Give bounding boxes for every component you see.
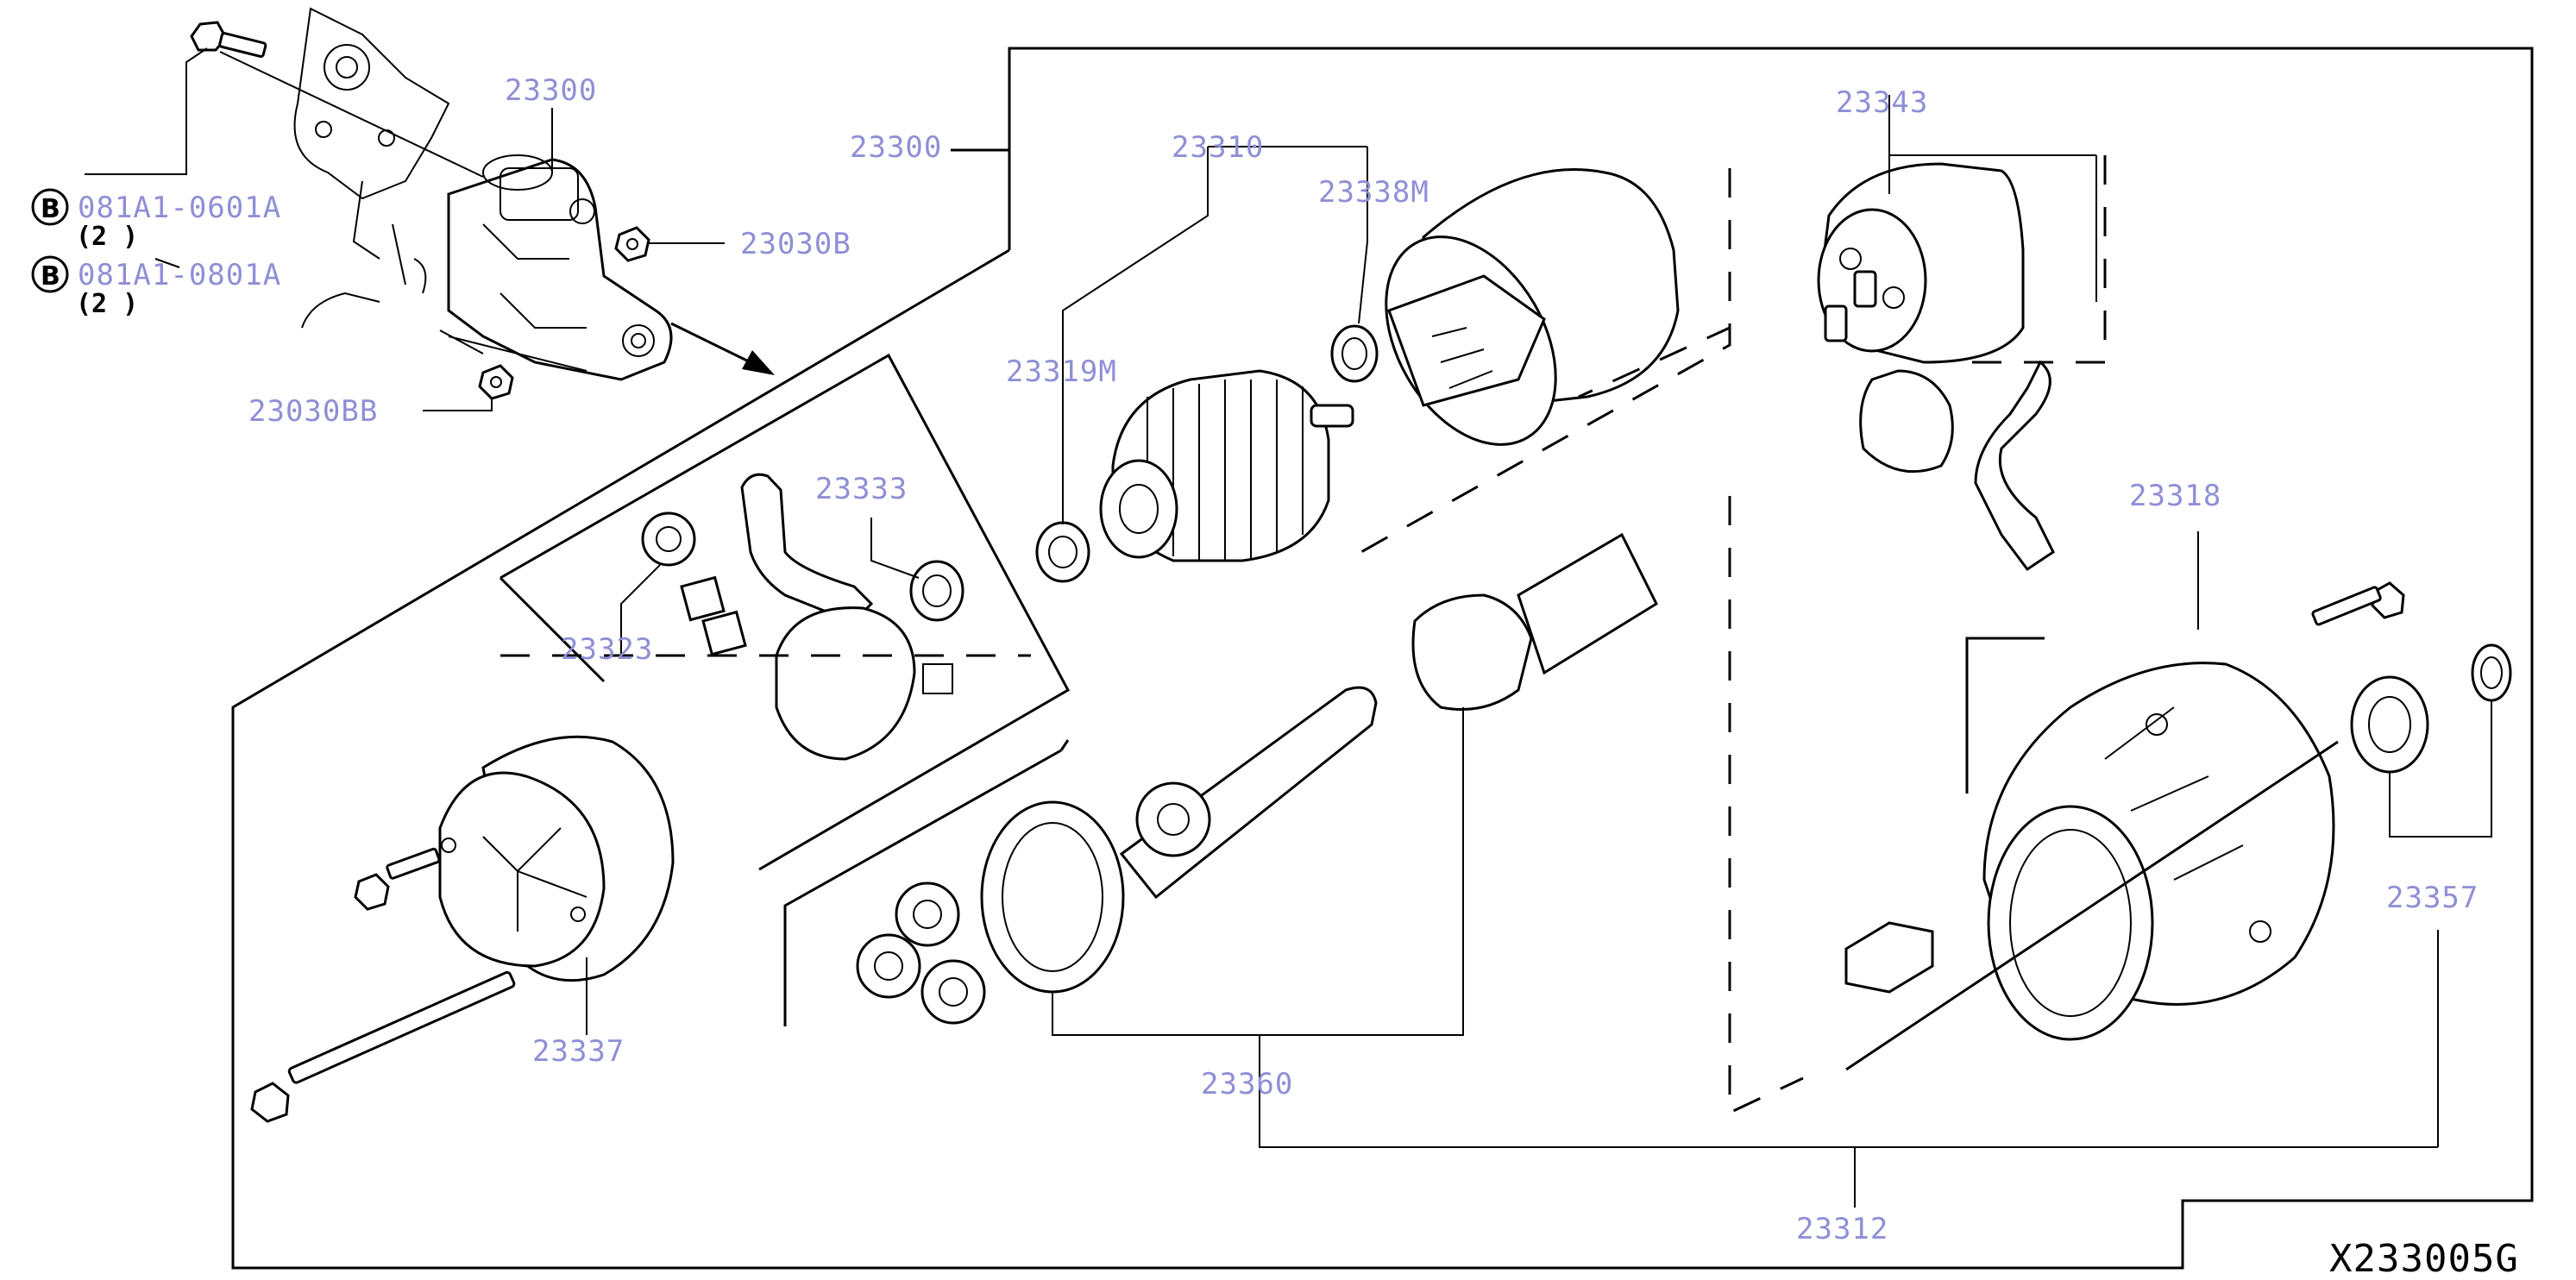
bolt-callout-2: B 081A1-0801A (2 )	[31, 255, 281, 319]
label-23333: 23333	[815, 472, 908, 506]
bolt-letter: B	[41, 261, 60, 292]
b-circle-icon	[31, 188, 69, 226]
bolt-icon	[190, 21, 267, 58]
front-housing-23318	[1728, 496, 2405, 1115]
label-23310: 23310	[1172, 130, 1264, 165]
bolt-number: 081A1-0801A	[78, 258, 281, 292]
label-23357: 23357	[2386, 881, 2479, 915]
label-23323: 23323	[561, 632, 653, 667]
bolt-icon	[2311, 581, 2405, 626]
nut-icon	[614, 226, 650, 262]
planet-gear-icon	[856, 933, 921, 999]
through-bolt-icon	[250, 970, 516, 1123]
label-23337: 23337	[532, 1034, 625, 1069]
label-23319M: 23319M	[1006, 355, 1117, 389]
bolt-number: 081A1-0601A	[78, 191, 281, 225]
bolt-qty: (2 )	[76, 222, 138, 252]
solenoid-23343	[1817, 95, 2107, 572]
bolt-callout-1: B 081A1-0601A (2 )	[31, 188, 281, 252]
installed-starter-view	[85, 7, 775, 411]
gear-train-23360	[783, 532, 2438, 1148]
label-23318: 23318	[2129, 479, 2221, 513]
planet-gear-icon	[895, 882, 960, 947]
label-23312: 23312	[1796, 1212, 1888, 1246]
bolt-qty: (2 )	[76, 289, 138, 319]
yoke-23338M	[1330, 168, 1731, 446]
label-23338M: 23338M	[1318, 175, 1429, 210]
armature-23310	[1035, 146, 1731, 583]
label-23030B: 23030B	[740, 227, 851, 261]
bolt-icon	[354, 847, 441, 911]
label-23300-installed: 23300	[505, 73, 597, 108]
label-23343: 23343	[1836, 85, 1928, 120]
planet-gear-icon	[920, 959, 986, 1025]
label-23300-assembly: 23300	[850, 130, 942, 165]
label-23360: 23360	[1201, 1067, 1293, 1101]
brush-holder-assy	[499, 353, 1071, 871]
b-circle-icon	[31, 255, 69, 293]
diagram-code: X233005G	[2329, 1237, 2519, 1280]
pinion-set-23357	[1845, 643, 2512, 1147]
nut-icon	[478, 364, 514, 400]
rear-cover-23337	[250, 735, 675, 1123]
bolt-letter: B	[41, 194, 60, 224]
assembly-outline	[231, 47, 2534, 1270]
label-23030BB: 23030BB	[248, 394, 378, 429]
